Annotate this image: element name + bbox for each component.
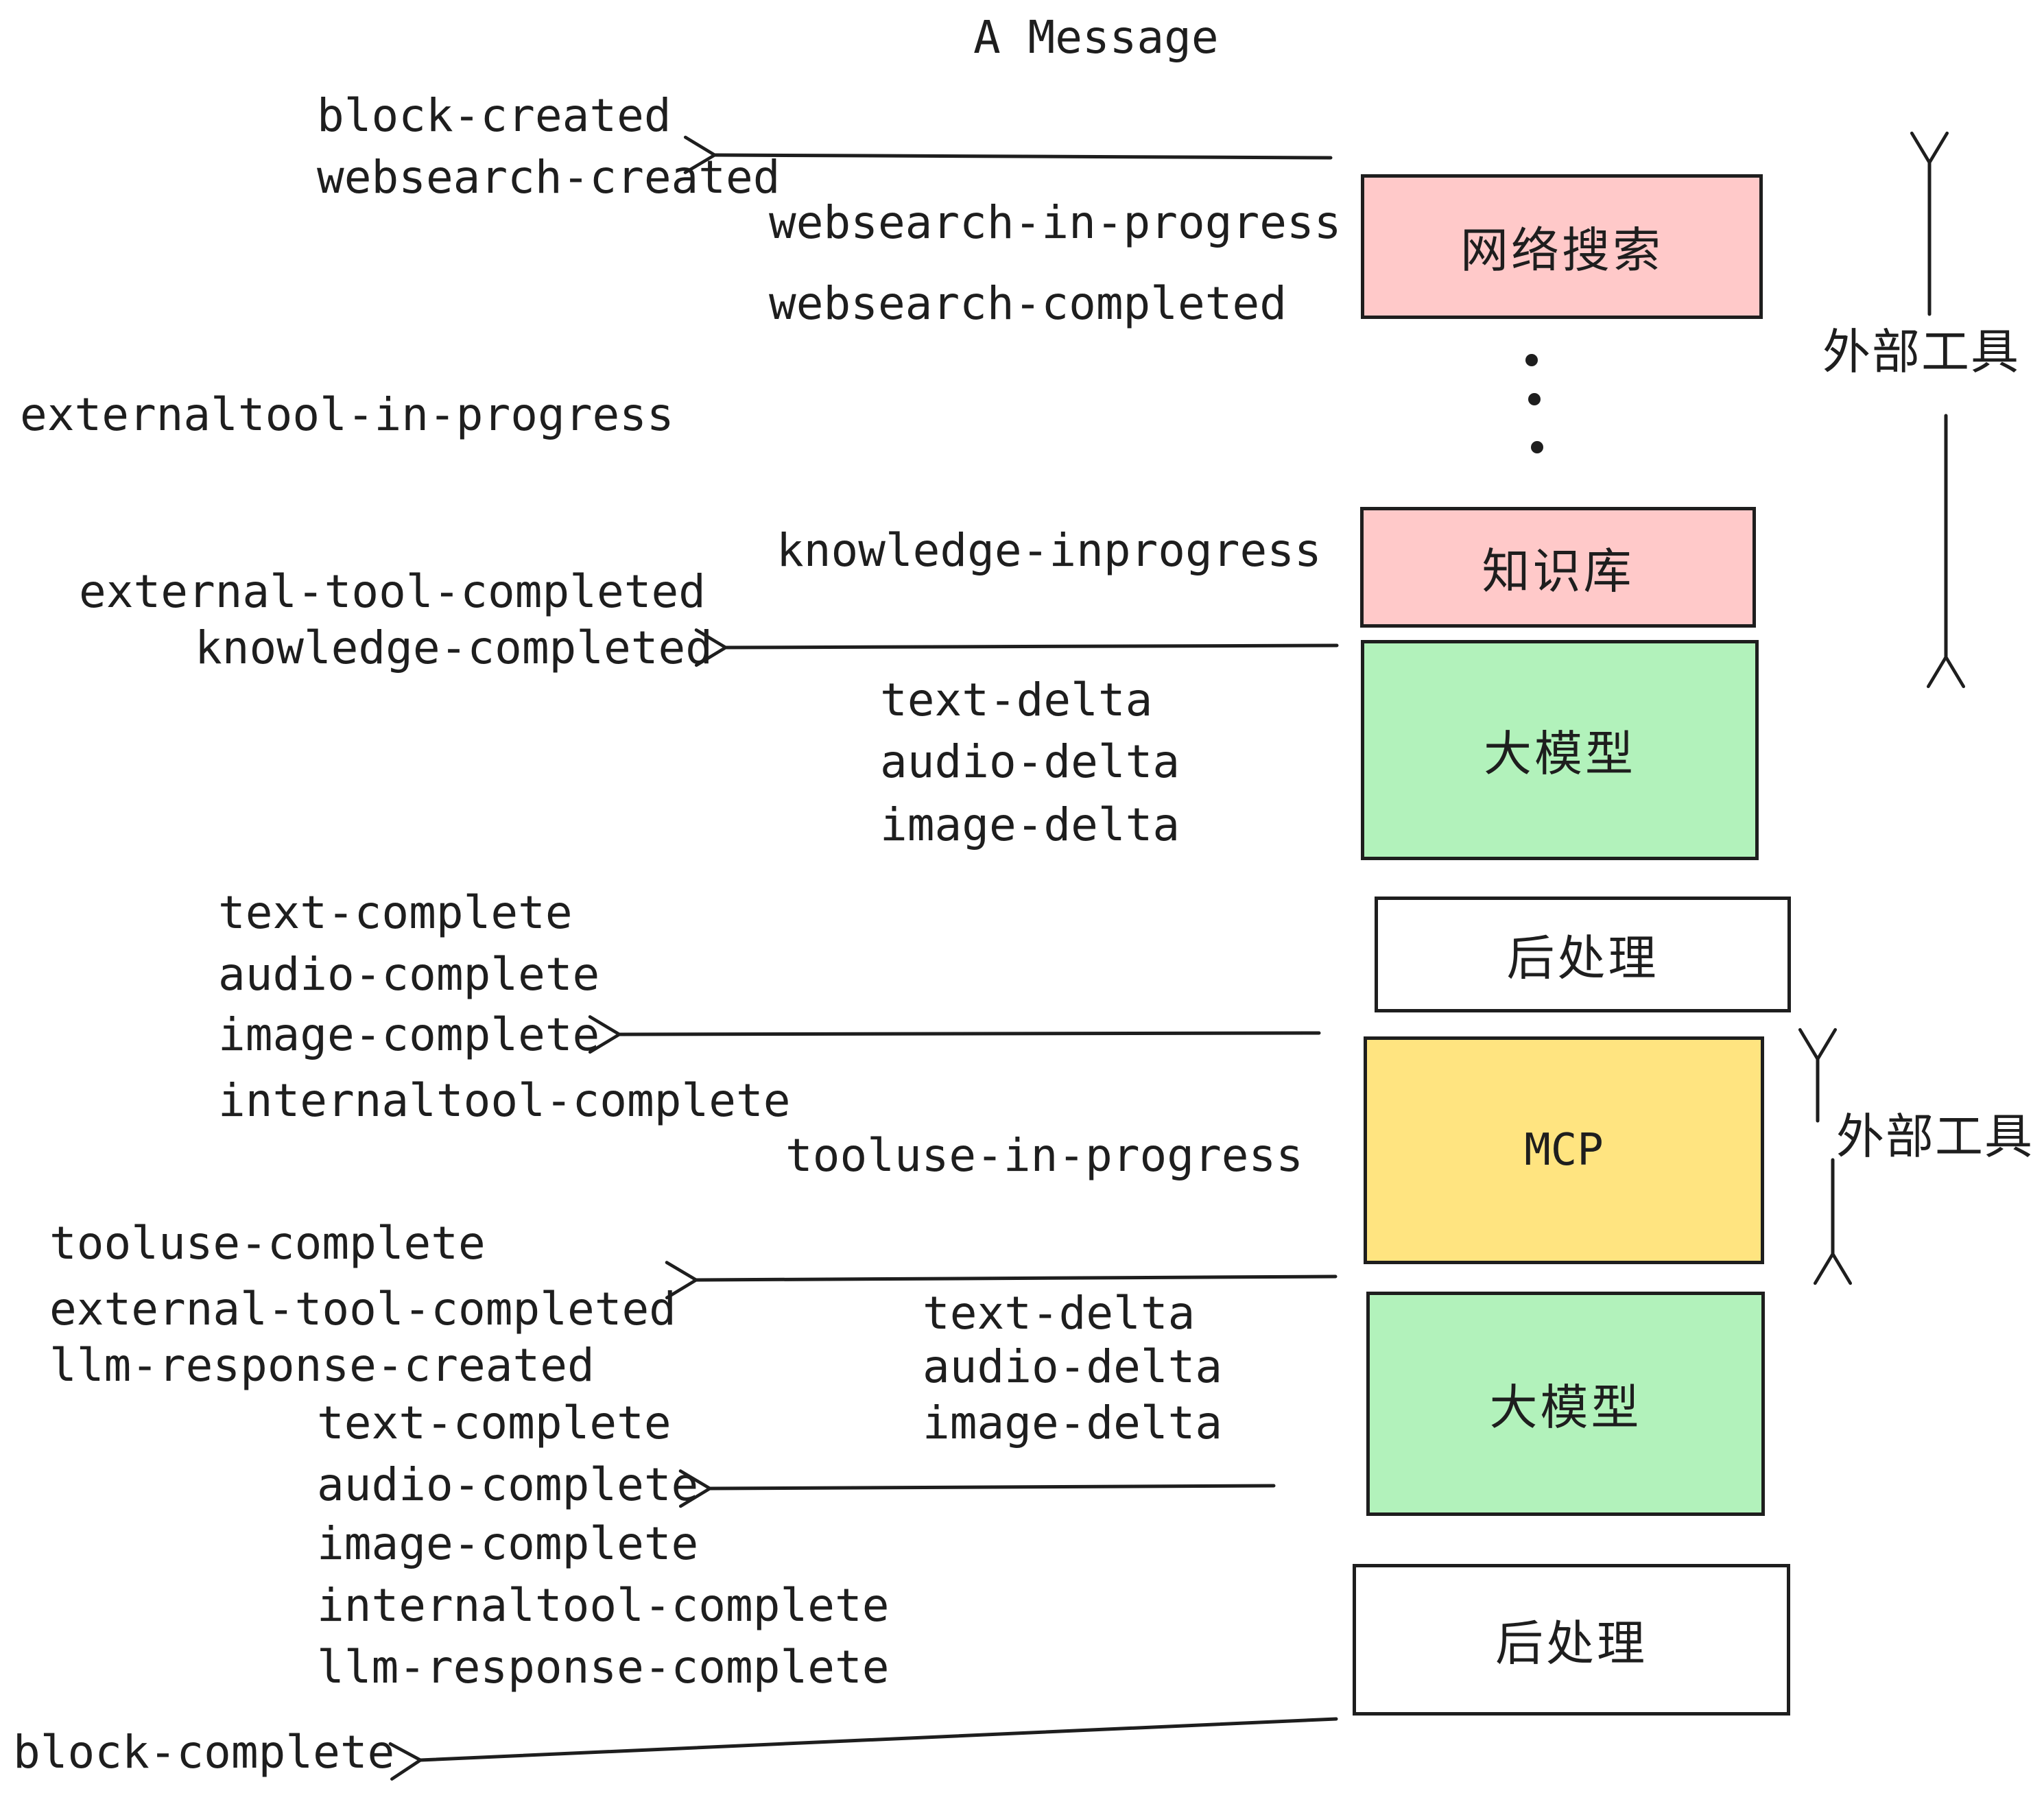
event-label-image-complete-1: image-complete (218, 1008, 600, 1061)
event-label-knowledge-completed: knowledge-completed (195, 621, 713, 674)
box-llm-1-label: 大模型 (1484, 727, 1636, 781)
box-knowledge-base-label: 知识库 (1482, 544, 1635, 598)
event-label-text-delta-1: text-delta (880, 674, 1153, 726)
event-label-audio-complete-2: audio-complete (317, 1458, 699, 1511)
arrow-to-knowledge-completed (694, 628, 1339, 667)
box-knowledge-base: 知识库 (1360, 507, 1756, 628)
box-postprocess-1-label: 后处理 (1506, 931, 1659, 985)
event-label-tooluse-complete: tooluse-complete (49, 1217, 486, 1270)
event-label-audio-delta-1: audio-delta (880, 735, 1180, 788)
box-llm-2: 大模型 (1366, 1292, 1765, 1516)
event-label-knowledge-inprogress: knowledge-inprogress (776, 524, 1322, 577)
arrow-to-block-complete (388, 1717, 1338, 1781)
event-label-audio-complete-1: audio-complete (218, 948, 600, 1001)
external-tools-annotation-2: 外部工具 (1836, 1110, 2034, 1163)
event-label-image-complete-2: image-complete (317, 1517, 699, 1570)
box-postprocess-2-label: 后处理 (1495, 1617, 1648, 1670)
event-label-websearch-completed: websearch-completed (769, 277, 1287, 330)
event-label-tooluse-in-progress: tooluse-in-progress (785, 1129, 1303, 1182)
event-label-externaltool-in-progress: externaltool-in-progress (20, 388, 674, 441)
event-label-external-tool-completed-2: external-tool-completed (49, 1283, 676, 1336)
arrow-to-image-complete (588, 1015, 1321, 1054)
event-label-block-created: block-created (317, 89, 672, 142)
event-label-internaltool-complete-1: internaltool-complete (218, 1074, 791, 1127)
box-llm-2-label: 大模型 (1489, 1381, 1642, 1434)
event-label-text-complete-2: text-complete (317, 1397, 672, 1449)
event-label-llm-response-created: llm-response-created (49, 1339, 595, 1392)
box-llm-1: 大模型 (1361, 640, 1759, 860)
diagram-title: A Message (973, 11, 1219, 64)
box-websearch: 网络搜索 (1361, 174, 1763, 319)
event-label-external-tool-completed: external-tool-completed (79, 565, 706, 618)
arrow-to-audio-complete (678, 1469, 1276, 1508)
event-label-websearch-in-progress: websearch-in-progress (769, 196, 1342, 249)
event-label-websearch-created: websearch-created (317, 151, 781, 204)
box-postprocess-2: 后处理 (1353, 1564, 1790, 1716)
event-label-text-complete-1: text-complete (218, 886, 573, 939)
vertical-ellipsis-icon (1525, 354, 1543, 453)
arrow-to-block-created (683, 135, 1333, 174)
event-label-image-delta-2: image-delta (923, 1397, 1223, 1449)
arrow-to-tooluse-complete (665, 1261, 1338, 1300)
event-label-llm-response-complete: llm-response-complete (317, 1641, 890, 1694)
event-label-internaltool-complete-2: internaltool-complete (317, 1579, 890, 1632)
box-postprocess-1: 后处理 (1375, 897, 1791, 1012)
event-label-audio-delta-2: audio-delta (923, 1340, 1223, 1393)
box-mcp-label: MCP (1524, 1125, 1604, 1176)
external-tools-annotation-1: 外部工具 (1822, 325, 2020, 379)
event-label-block-complete: block-complete (13, 1726, 395, 1779)
event-label-image-delta-1: image-delta (880, 798, 1180, 851)
box-websearch-label: 网络搜索 (1460, 224, 1663, 277)
box-mcp: MCP (1364, 1036, 1764, 1264)
event-label-text-delta-2: text-delta (923, 1287, 1196, 1340)
